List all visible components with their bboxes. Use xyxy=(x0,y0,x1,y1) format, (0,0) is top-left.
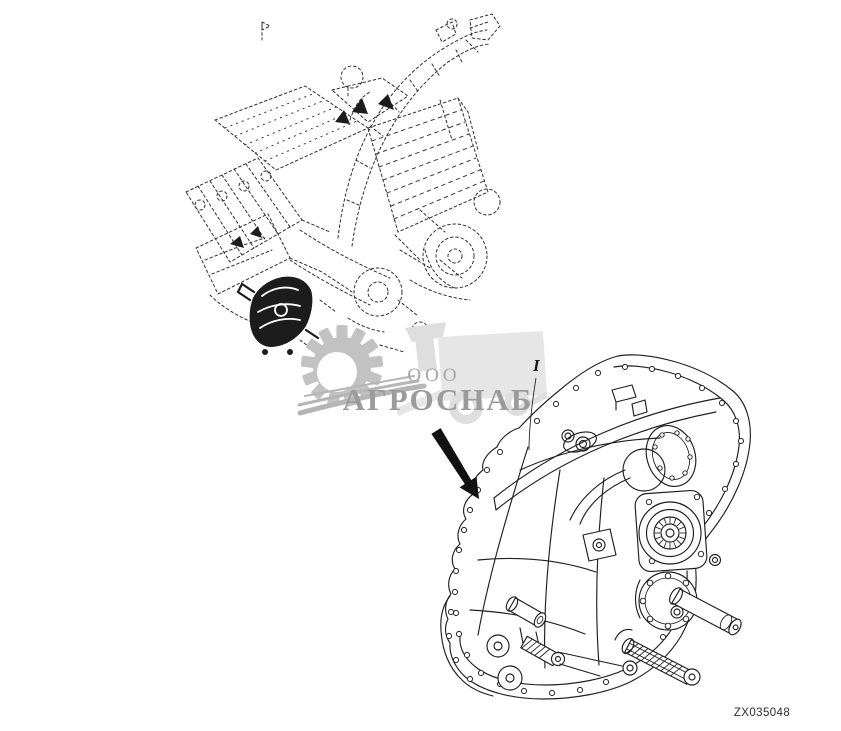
header-attachment xyxy=(185,157,353,327)
spout-arc xyxy=(261,13,501,247)
callout-label[interactable]: I xyxy=(532,356,541,375)
bottom-left-fittings xyxy=(486,596,638,691)
highlighted-gearbox-in-machine xyxy=(236,276,320,355)
harvester-silhouette-icon xyxy=(396,322,547,424)
front-wheel xyxy=(353,267,403,317)
cab-block xyxy=(330,77,409,124)
gearbox-drawing xyxy=(440,354,751,700)
callout-leader-line xyxy=(528,377,537,451)
cover-plate xyxy=(622,425,697,492)
swoosh-icon xyxy=(297,375,427,416)
splined-shaft xyxy=(614,628,701,686)
engine-grille-panel xyxy=(367,97,489,233)
output-shaft xyxy=(669,587,742,636)
image-code: ZX035048 xyxy=(734,707,790,719)
watermark: ООО АГРОСНАБ xyxy=(297,322,547,424)
bearing-hub xyxy=(634,489,722,573)
watermark-prefix: ООО xyxy=(407,365,460,386)
mid-bracket xyxy=(582,528,617,562)
watermark-name: АГРОСНАБ xyxy=(343,382,534,417)
harvester-phantom-drawing xyxy=(185,13,501,355)
filler-plugs xyxy=(561,429,597,453)
rear-wheel xyxy=(422,188,501,289)
pointer-arrow-icon xyxy=(431,428,479,499)
